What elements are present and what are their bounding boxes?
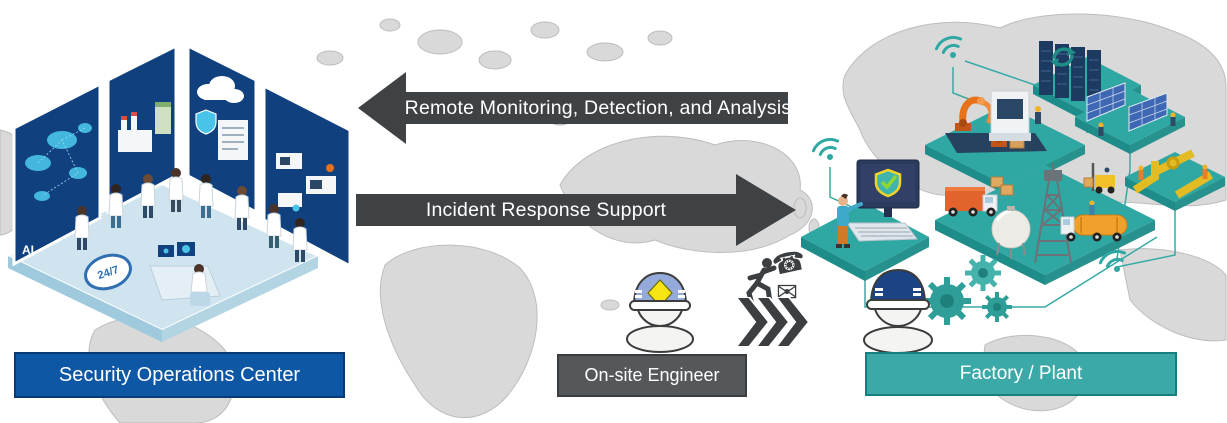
helmet-brim: [866, 299, 930, 310]
svg-text:☎: ☎: [772, 247, 806, 279]
factory-worker-avatar: [863, 268, 933, 354]
soc-name-text: Security Operations Center: [58, 363, 301, 386]
soc-screen-cloud-security: [186, 43, 258, 215]
phone-icon: ☎: [772, 247, 806, 279]
onsite-engineer-name-plate: On-site Engineer: [557, 354, 747, 397]
soc-operator-desk: [149, 242, 221, 306]
tanker-truck: [1060, 200, 1128, 242]
security-monitor: [846, 159, 920, 242]
avatar-shoulders: [626, 325, 694, 353]
wifi-icon: [811, 35, 1127, 272]
soc-screen-factories: [106, 43, 178, 215]
incident-response-arrow: Incident Response Support: [352, 170, 800, 250]
forklift: [1083, 163, 1115, 194]
storage-sphere: [991, 206, 1031, 259]
left-arrow-shape: [358, 72, 788, 144]
incident-response-label: Incident Response Support: [425, 198, 667, 221]
sync-icon: [1050, 47, 1076, 67]
right-arrow-shape: [356, 174, 796, 246]
server-racks: [1039, 41, 1101, 104]
soc-illustration: AI: [5, 43, 352, 342]
ai-screen-badge: AI: [22, 243, 34, 257]
soc-name-plate: Security Operations Center: [14, 352, 345, 398]
availability-badge: 24/7: [84, 253, 132, 291]
factory-illustration: [801, 35, 1225, 325]
soc-analysts: [74, 168, 308, 262]
remote-monitoring-arrow: Remote Monitoring, Detection, and Analys…: [352, 66, 792, 150]
cargo-truck: [945, 176, 1014, 217]
triple-chevron-icon: [736, 297, 810, 347]
avatar-shoulders: [863, 326, 933, 354]
cnc-machine: [989, 90, 1041, 141]
soc-screen-machines: [262, 83, 352, 269]
shield-check-icon: [874, 168, 902, 198]
onsite-engineer-avatar: [626, 271, 694, 353]
pipeline: [1132, 149, 1214, 199]
operator-figure: [836, 193, 863, 248]
factory-name-plate: Factory / Plant: [865, 352, 1177, 396]
solar-workers: [1098, 112, 1176, 136]
onsite-engineer-name-text: On-site Engineer: [584, 365, 720, 385]
helmet-navy: [869, 268, 927, 305]
gears-icon: [923, 255, 1012, 325]
oil-derrick: [1034, 163, 1072, 264]
factory-name-text: Factory / Plant: [959, 363, 1083, 384]
helmet-brim: [629, 300, 691, 311]
remote-monitoring-label: Remote Monitoring, Detection, and Analys…: [404, 96, 792, 119]
solar-panels: [1086, 82, 1176, 136]
